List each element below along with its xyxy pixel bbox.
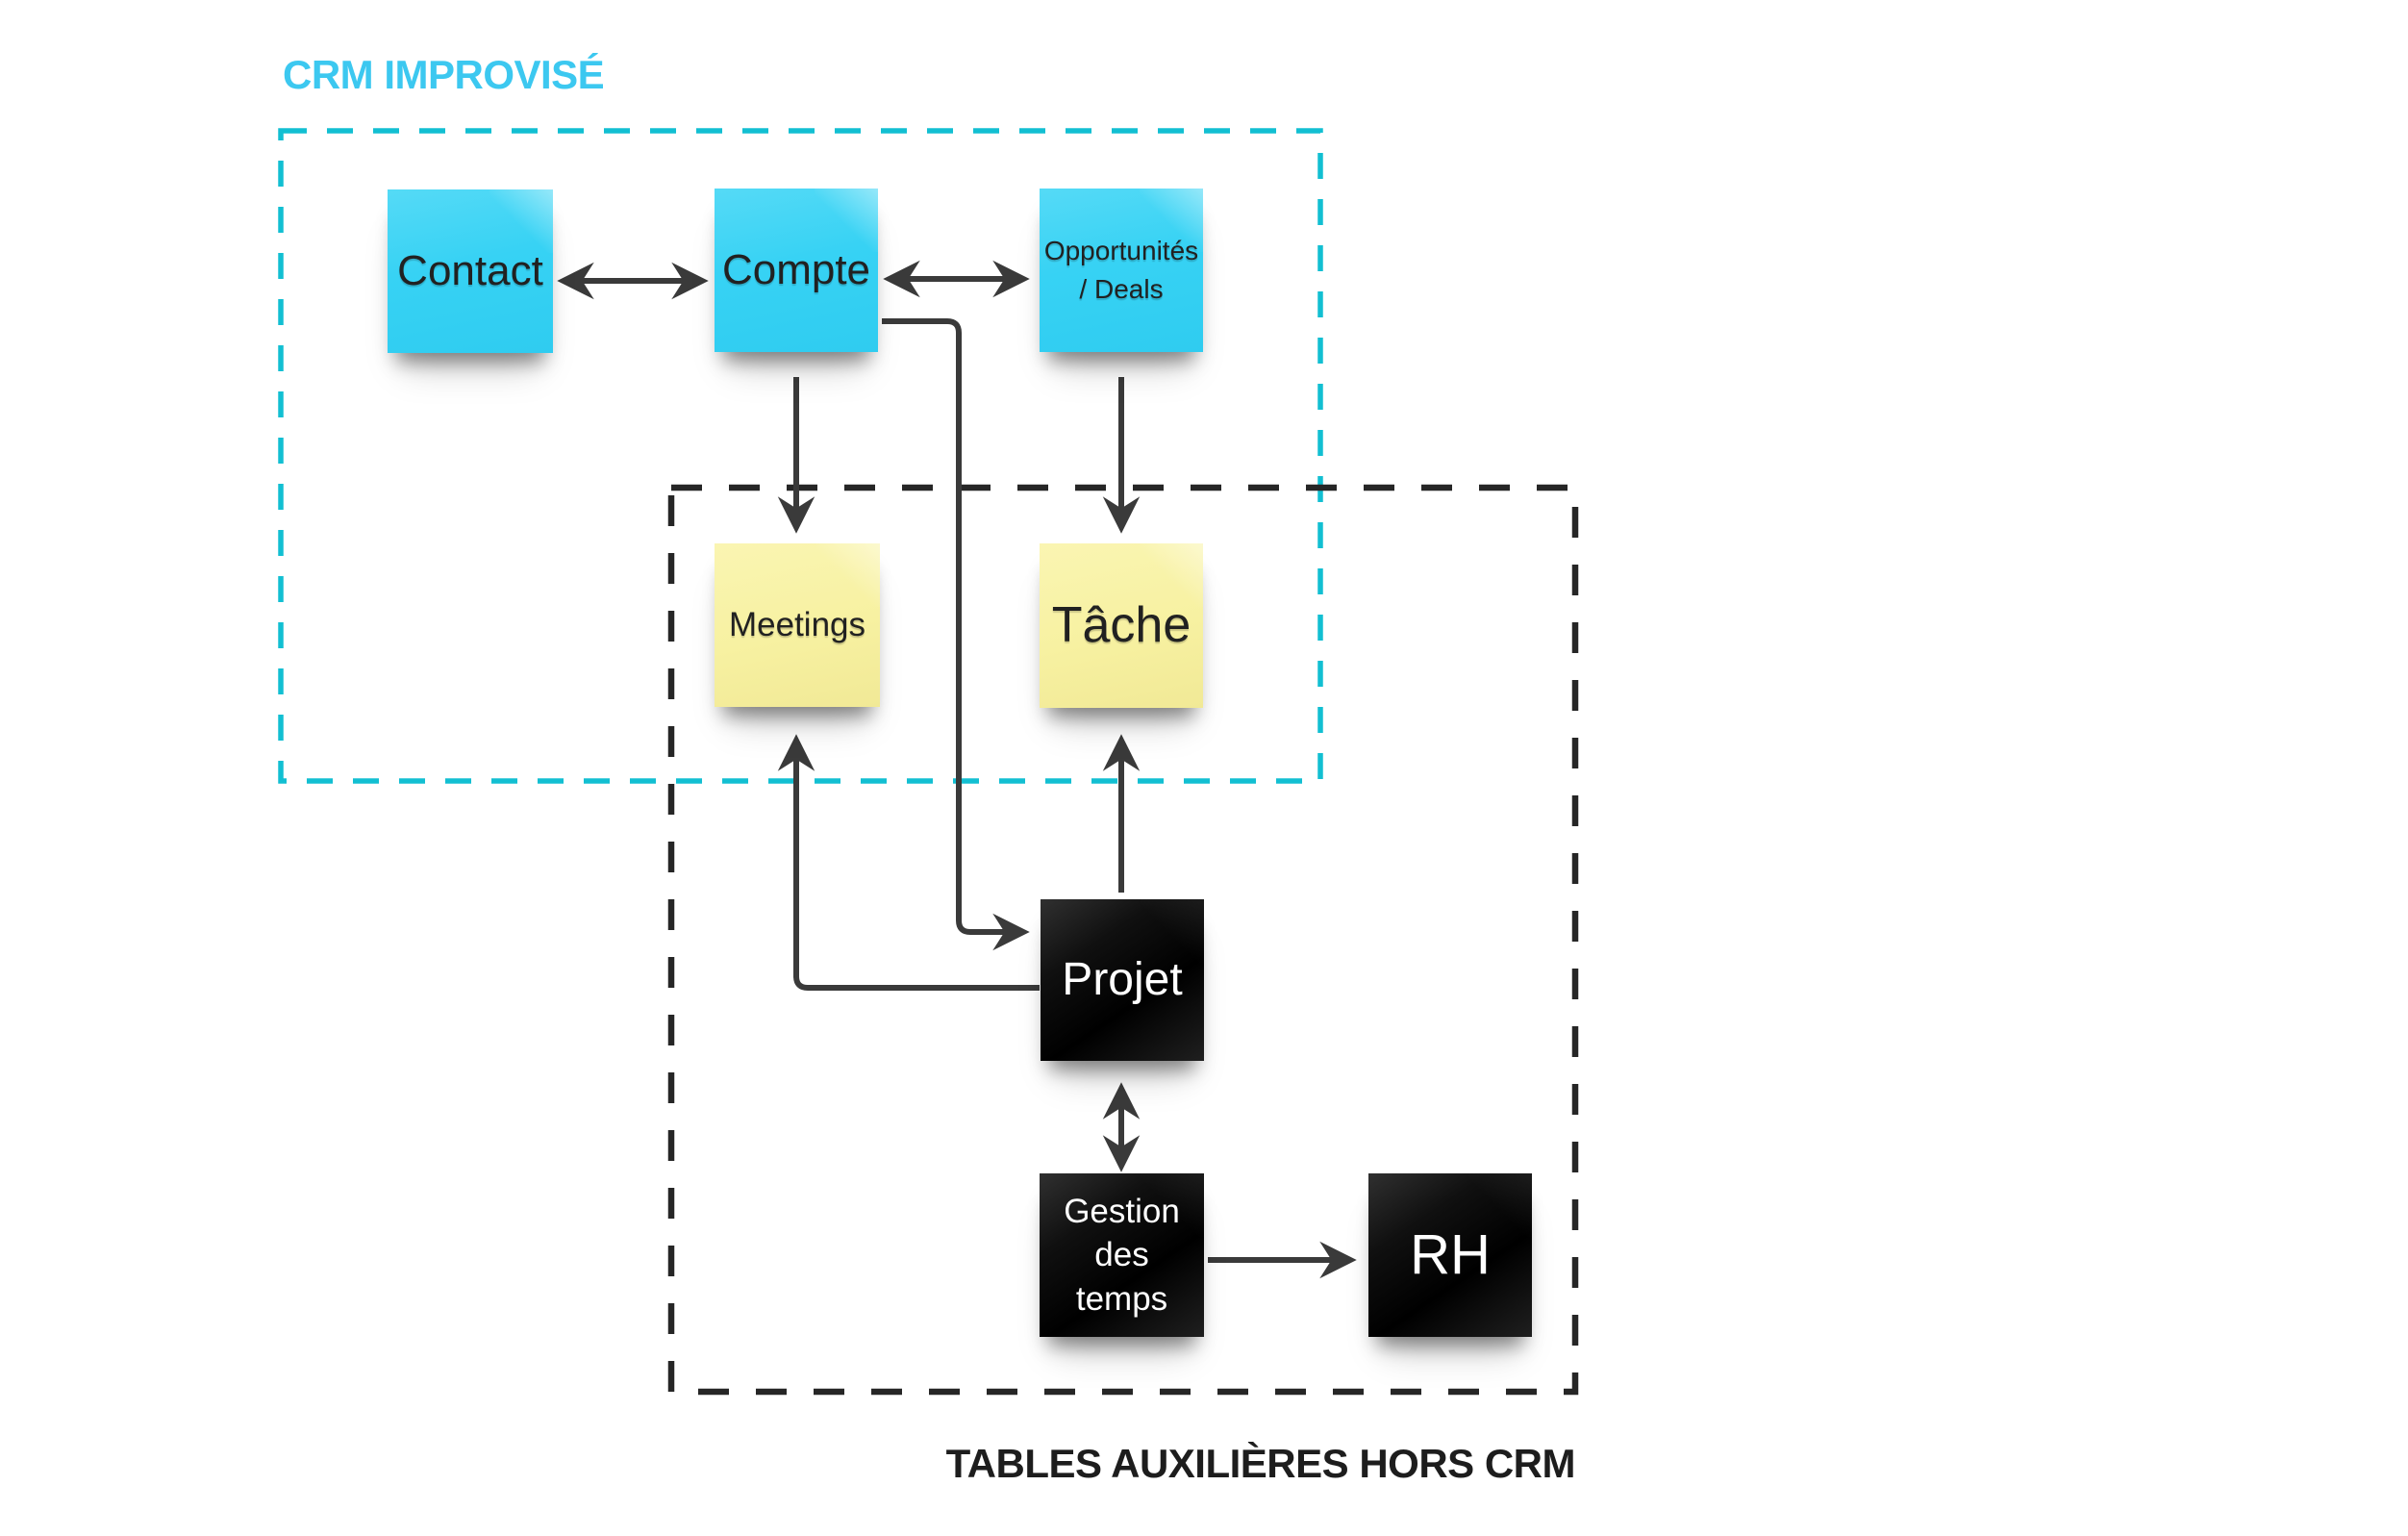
aux-zone-label: TABLES AUXILIÈRES HORS CRM	[945, 1441, 1576, 1486]
sticky-note-opportunites: Opportunités / Deals	[1040, 189, 1203, 352]
note-label: Compte	[721, 245, 871, 293]
sticky-note-tache: Tâche	[1040, 543, 1203, 708]
note-label-line: temps	[1075, 1279, 1168, 1318]
aux-zone-border	[667, 484, 1579, 1396]
sticky-note-gestion: Gestion des temps	[1040, 1173, 1204, 1337]
note-label: RH	[1410, 1222, 1491, 1286]
crm-zone-label: CRM IMPROVISÉ	[283, 52, 605, 97]
note-label: Meetings	[728, 605, 866, 643]
connector-compte-projet	[882, 318, 1030, 951]
note-label: Projet	[1062, 954, 1183, 1006]
note-label-line: / Deals	[1079, 274, 1164, 304]
sticky-note-rh: RH	[1368, 1173, 1532, 1337]
note-label: Tâche	[1051, 597, 1191, 654]
sticky-note-meetings: Meetings	[715, 543, 880, 707]
note-label-line: des	[1094, 1236, 1149, 1274]
note-label-line: Opportunités	[1043, 236, 1199, 266]
sticky-note-contact: Contact	[388, 189, 553, 353]
sticky-note-compte: Compte	[715, 189, 878, 352]
sticky-note-projet: Projet	[1041, 899, 1204, 1061]
note-label-line: Gestion	[1064, 1192, 1180, 1230]
connector-projet-meetings	[777, 734, 1040, 991]
note-label: Contact	[397, 246, 543, 294]
crm-zone-border	[278, 128, 1323, 784]
